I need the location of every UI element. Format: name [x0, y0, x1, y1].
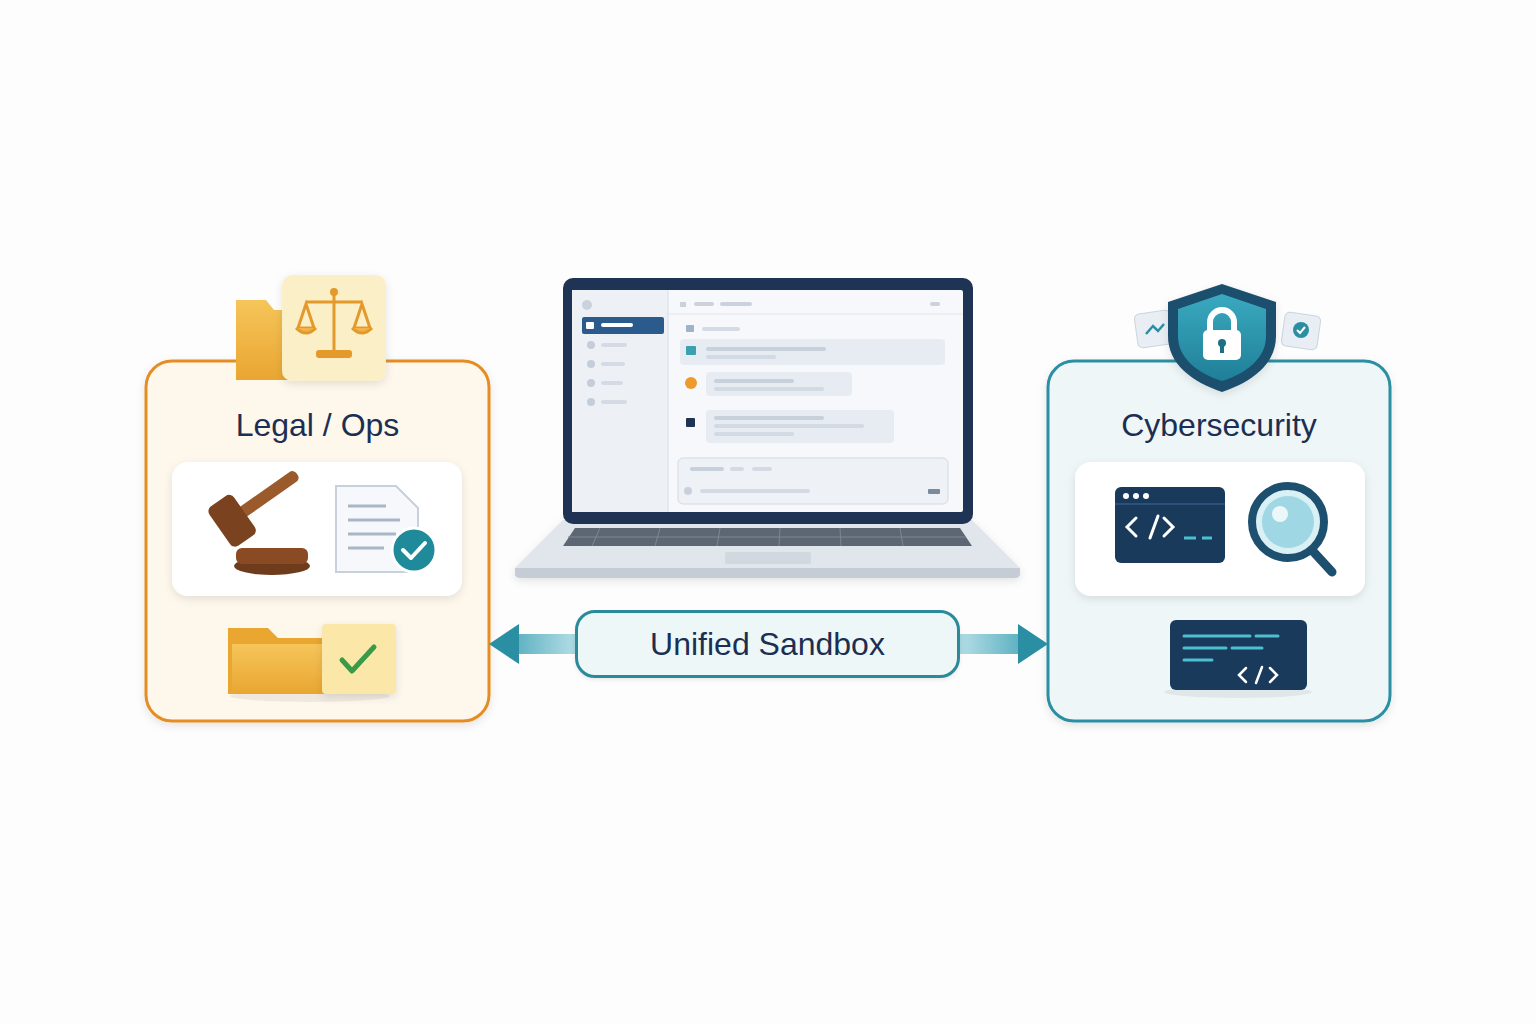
category-panel: Cybersecurity	[1048, 361, 1390, 721]
node-label: Unified Sandbox	[650, 626, 885, 663]
legal-panel	[146, 275, 489, 721]
sandbox-pill: Unified Sandbox	[575, 610, 960, 678]
laptop-illustration	[515, 278, 1020, 578]
double-arrow-connector	[519, 634, 575, 654]
double-arrow-connector	[960, 634, 1018, 654]
category-panel: Legal / Ops	[146, 361, 489, 721]
node-label: Cybersecurity	[1048, 407, 1390, 444]
cyber-panel	[1048, 284, 1390, 721]
node-label: Legal / Ops	[146, 407, 489, 444]
